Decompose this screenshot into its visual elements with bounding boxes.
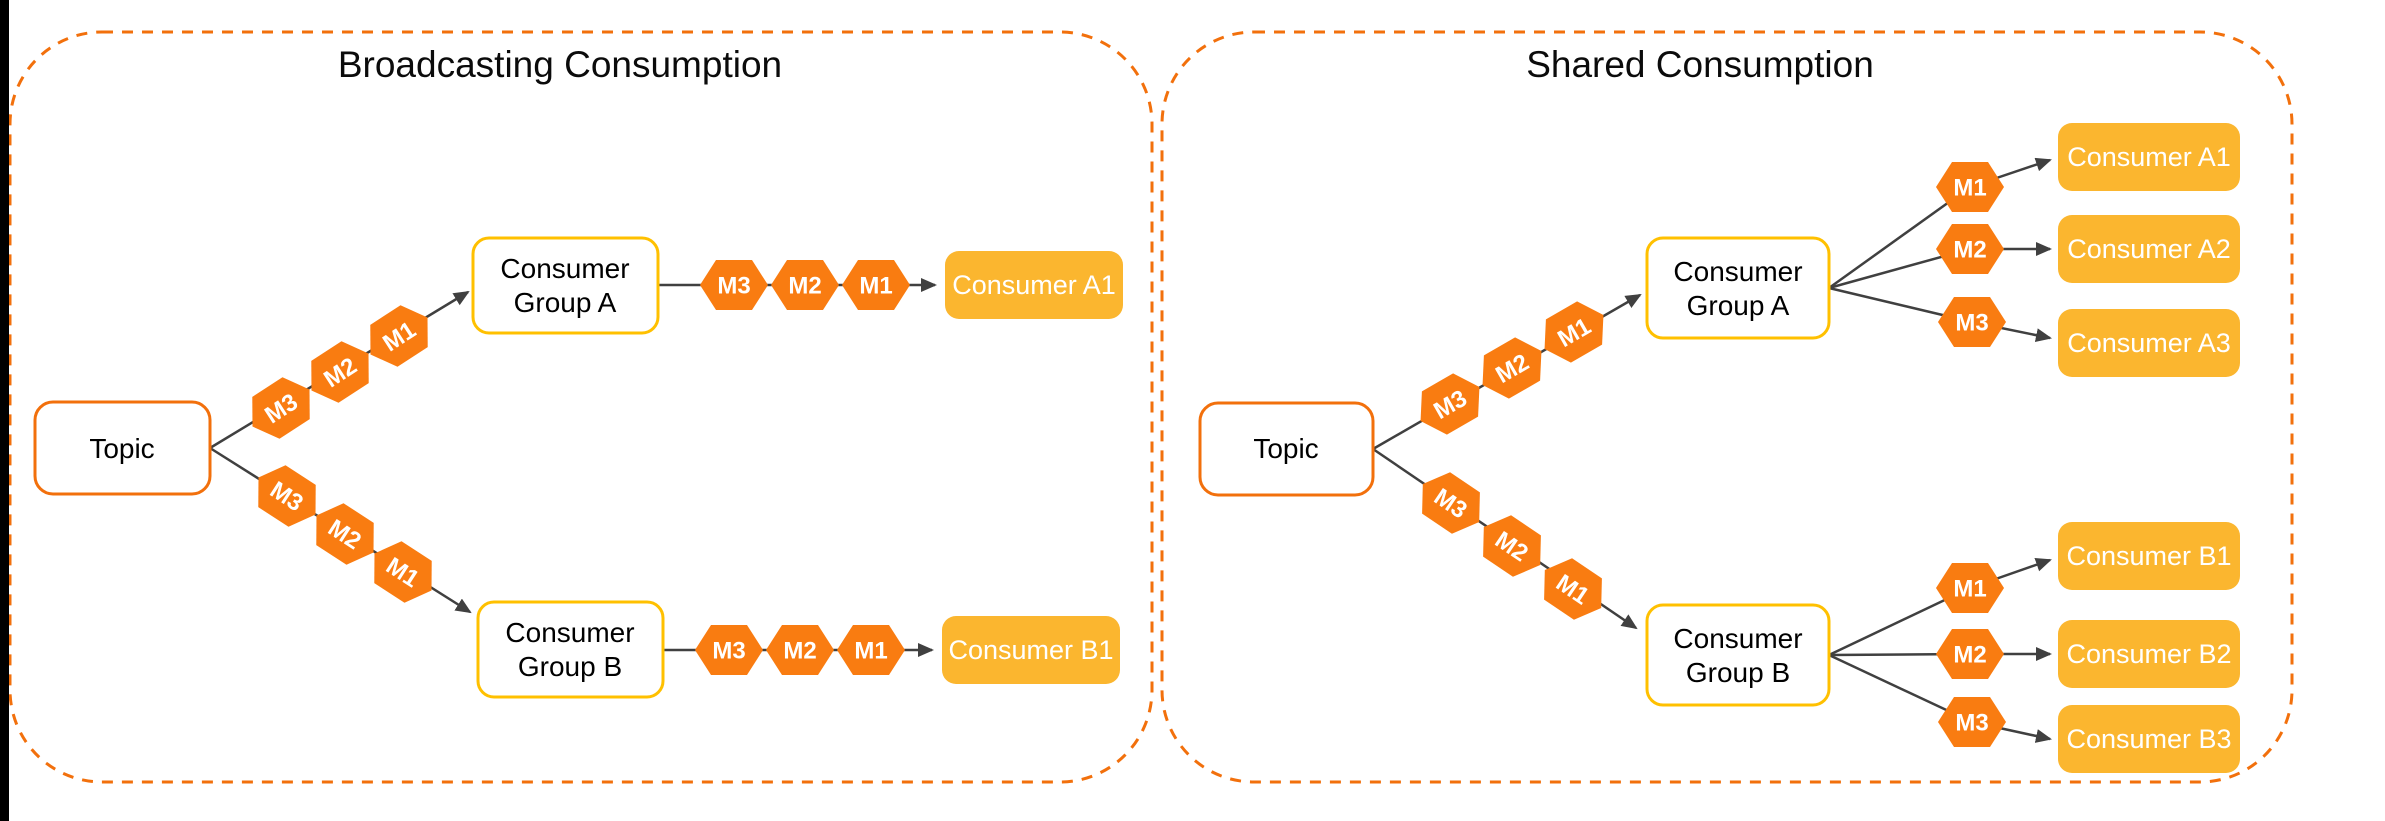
message-hexagon: M2 [302,494,388,574]
topic-node [33,400,212,496]
group-label-line2: Group B [1686,657,1790,688]
topic-node [1198,401,1375,497]
message-hexagon: M1 [842,260,910,310]
consumer-label: Consumer A3 [2067,328,2231,358]
topic-label: Topic [89,433,154,464]
message-label: M1 [1953,576,1986,603]
message-hexagon: M3 [238,368,324,448]
consumer-group-b-node [1645,603,1831,707]
message-hexagon: M2 [1936,629,2004,679]
group-label-line1: Consumer [500,253,629,284]
consumer-b2-node [2058,620,2240,688]
message-label: M3 [712,638,745,665]
message-hexagon: M1 [360,532,446,612]
message-label: M2 [1953,237,1986,264]
consumer-a2-node [2058,215,2240,283]
panel-title: Shared Consumption [1526,44,1874,85]
message-hexagon: M2 [1469,506,1555,586]
message-hexagon: M1 [1532,293,1616,371]
consumer-label: Consumer A1 [952,270,1116,300]
message-label: M3 [1955,310,1988,337]
panel-broadcasting-consumption: Broadcasting Consumption Topic M3 M2 M1 … [8,30,1154,784]
consumer-a1-node [2058,123,2240,191]
message-label: M1 [1953,175,1986,202]
consumer-a1-node [945,251,1123,319]
message-hexagon: M1 [1936,563,2004,613]
consumer-group-a-node [1645,236,1831,340]
message-hexagon: M3 [1938,697,2006,747]
consumer-label: Consumer B1 [2066,541,2231,571]
message-hexagon: M3 [695,625,763,675]
group-label-line2: Group A [1687,290,1790,321]
message-hexagon: M3 [1408,365,1492,443]
message-hexagon: M2 [771,260,839,310]
consumer-a3-node [2058,309,2240,377]
consumer-b3-node [2058,705,2240,773]
consumer-b1-node [942,616,1120,684]
topic-label: Topic [1253,433,1318,464]
consumer-label: Consumer B1 [948,635,1113,665]
message-label: M3 [717,273,750,300]
message-label: M2 [1953,642,1986,669]
message-label: M3 [1955,710,1988,737]
group-label-line1: Consumer [1673,623,1802,654]
message-label: M1 [854,638,887,665]
message-hexagon: M3 [1938,297,2006,347]
message-hexagon: M3 [244,456,330,536]
message-hexagon: M2 [1936,224,2004,274]
consumer-label: Consumer B2 [2066,639,2231,669]
group-label-line2: Group A [514,287,617,318]
panel-shared-consumption: Shared Consumption Topic M3 M2 [1160,30,2294,784]
message-hexagon: M1 [1530,549,1616,629]
edge-group-a-to-m1 [1828,185,1971,290]
message-label: M2 [783,638,816,665]
message-hexagon: M1 [356,296,442,376]
message-hexagon: M1 [837,625,905,675]
message-hexagon: M2 [766,625,834,675]
consumer-label: Consumer A2 [2067,234,2231,264]
consumer-b1-node [2058,522,2240,590]
consumer-label: Consumer A1 [2067,142,2231,172]
message-label: M1 [859,273,892,300]
message-label: M2 [788,273,821,300]
message-hexagon: M2 [297,332,383,412]
message-hexagon: M2 [1470,329,1554,407]
consumer-label: Consumer B3 [2066,724,2231,754]
group-label-line2: Group B [518,651,622,682]
group-label-line1: Consumer [1673,256,1802,287]
consumer-group-b-node [476,600,665,699]
panel-title: Broadcasting Consumption [338,44,782,85]
consumer-group-a-node [471,236,660,335]
message-hexagon: M3 [1408,463,1494,543]
group-label-line1: Consumer [505,617,634,648]
message-hexagon: M3 [700,260,768,310]
message-hexagon: M1 [1936,162,2004,212]
panel-dashed-border [8,30,1154,784]
left-black-strip [0,0,9,821]
